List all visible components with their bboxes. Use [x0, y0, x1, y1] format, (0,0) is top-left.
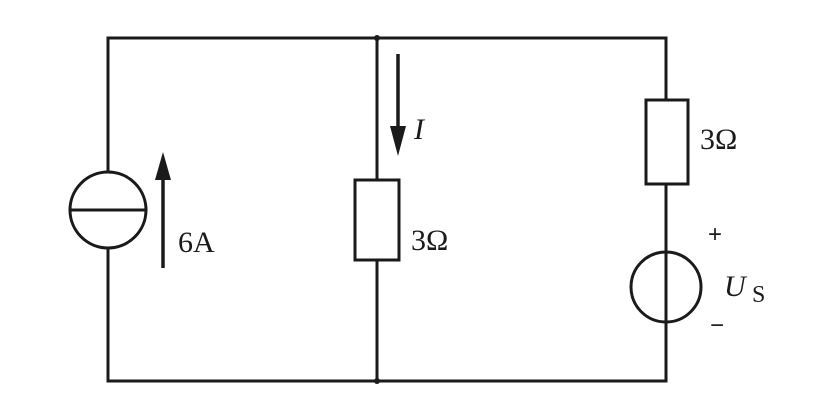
voltage-source-symbol: U — [724, 270, 748, 303]
voltage-source — [629, 250, 703, 324]
bottom-junction — [374, 378, 380, 384]
right-resistor-label: 3Ω — [700, 123, 737, 156]
current-arrow-head — [390, 126, 406, 156]
current-label: I — [413, 113, 426, 146]
voltage-source-subscript: S — [752, 282, 765, 308]
middle-resistor — [353, 178, 401, 262]
branch-current-arrow — [390, 54, 406, 156]
voltage-plus-sign: + — [708, 221, 722, 248]
middle-resistor-label: 3Ω — [411, 224, 448, 257]
current-source — [68, 170, 148, 250]
current-source-label: 6A — [178, 226, 215, 259]
top-junction — [374, 35, 380, 41]
source-current-arrow — [155, 152, 171, 268]
right-resistor — [644, 98, 690, 186]
source-arrow-head — [155, 152, 171, 180]
voltage-minus-sign: − — [710, 312, 724, 339]
